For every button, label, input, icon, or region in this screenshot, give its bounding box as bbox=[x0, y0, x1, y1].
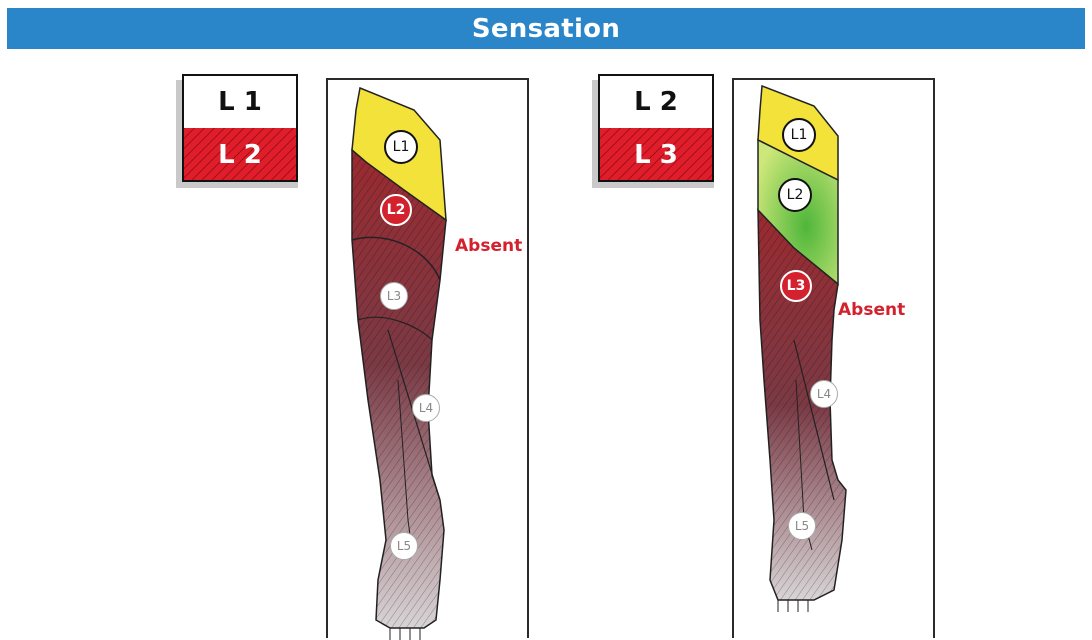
intact-level-label: L 1 bbox=[184, 76, 296, 128]
affected-level-label: L 2 bbox=[184, 128, 296, 182]
dermatome-marker-l2: L2 bbox=[380, 194, 412, 226]
intact-level-label: L 2 bbox=[600, 76, 712, 128]
dermatome-marker-l5: L5 bbox=[390, 532, 418, 560]
dermatome-marker-l5: L5 bbox=[788, 512, 816, 540]
leg-diagram-panel-right: L1 L2 L3 L4 L5 bbox=[732, 78, 935, 638]
dermatome-marker-l4: L4 bbox=[810, 380, 838, 408]
header-bar: Sensation bbox=[7, 8, 1085, 49]
dermatome-marker-l1: L1 bbox=[782, 118, 816, 152]
dermatome-marker-l1: L1 bbox=[384, 130, 418, 164]
leg-illustration-right bbox=[734, 80, 933, 640]
leg-diagram-panel-left: L1 L2 L3 L4 L5 bbox=[326, 78, 529, 638]
dermatome-marker-l3: L3 bbox=[780, 270, 812, 302]
level-card-left: L 1 L 2 bbox=[176, 74, 304, 188]
dermatome-marker-l3: L3 bbox=[380, 282, 408, 310]
affected-level-label: L 3 bbox=[600, 128, 712, 182]
page-title: Sensation bbox=[472, 14, 620, 44]
level-card-right: L 2 L 3 bbox=[592, 74, 720, 188]
dermatome-marker-l4: L4 bbox=[412, 394, 440, 422]
dermatome-marker-l2: L2 bbox=[778, 178, 812, 212]
absent-label-left: Absent bbox=[455, 236, 522, 256]
absent-label-right: Absent bbox=[838, 300, 905, 320]
leg-illustration-left bbox=[328, 80, 527, 640]
